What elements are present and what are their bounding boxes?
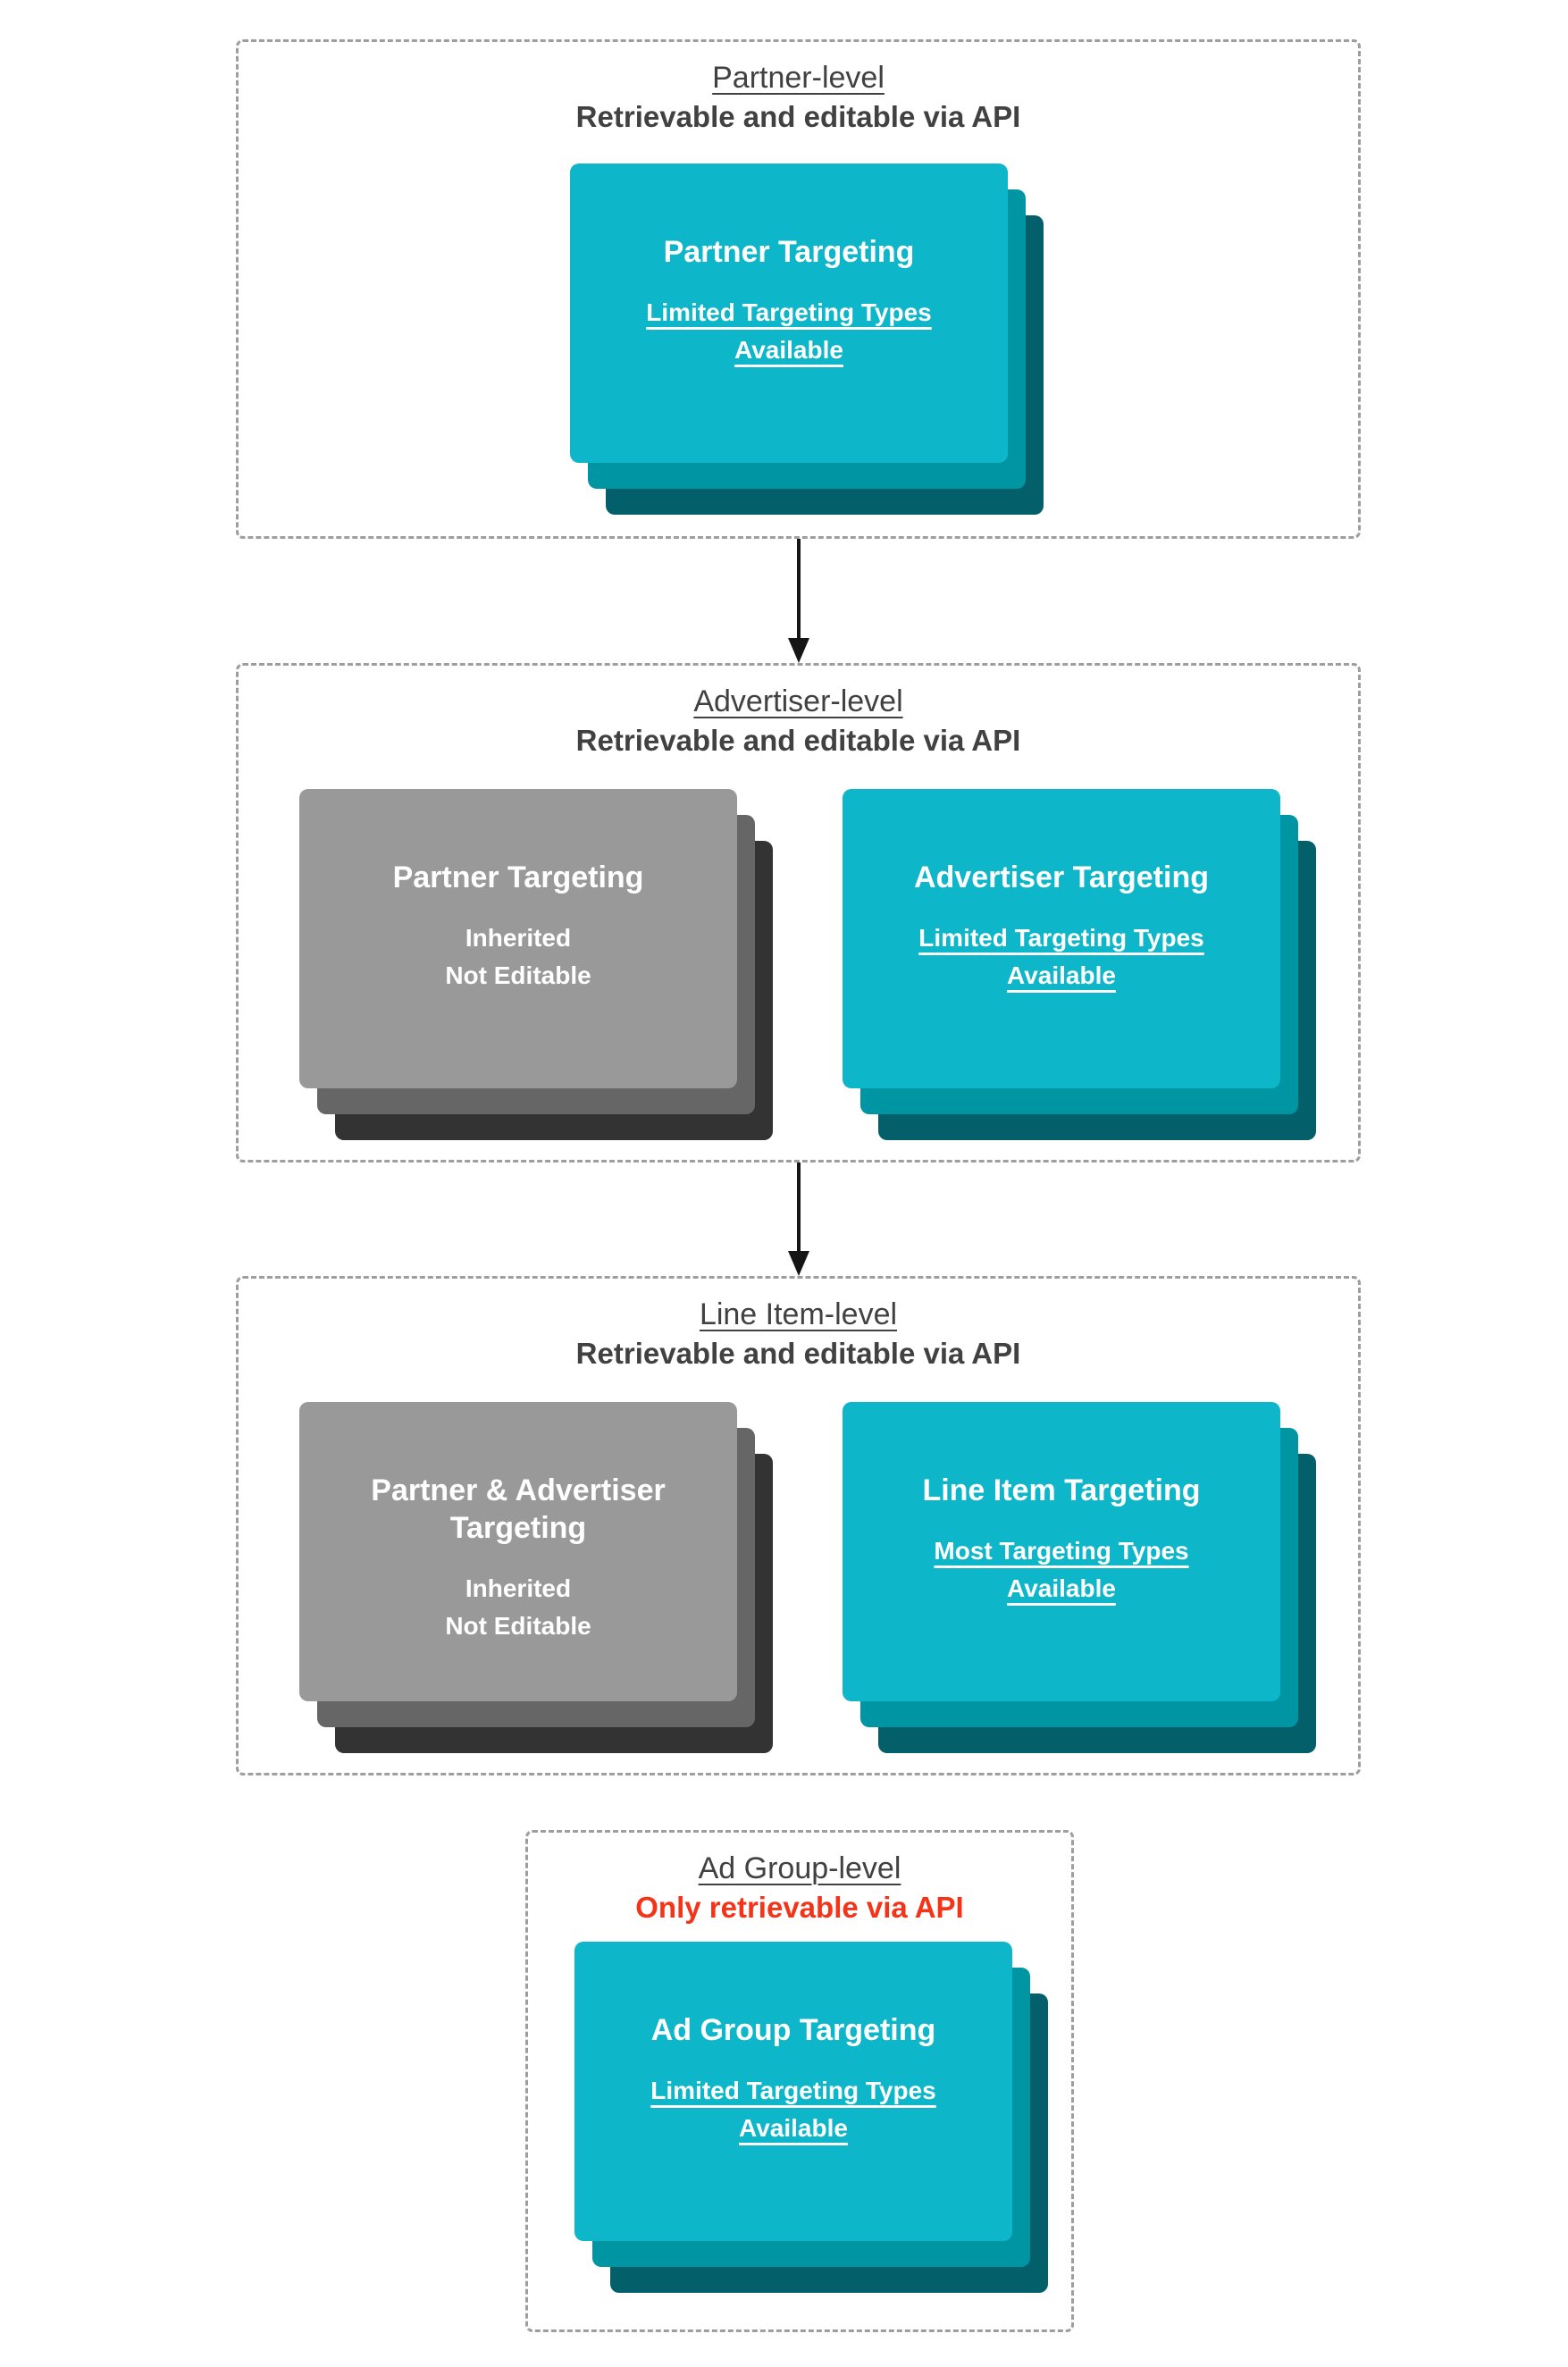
card-subtext-line: Available: [739, 2114, 848, 2142]
card-title: Ad Group Targeting: [650, 2013, 936, 2047]
card-title: Partner Targeting: [392, 860, 644, 894]
card-stack: Partner Targeting Limited Targeting Type…: [570, 164, 1044, 515]
arrow-head: [788, 1251, 809, 1276]
card-subtext: Inherited Not Editable: [299, 1570, 737, 1645]
section-subtitle: Only retrievable via API: [635, 1891, 964, 1924]
card-stack: Advertiser Targeting Limited Targeting T…: [843, 789, 1316, 1140]
card-subtext: Inherited Not Editable: [299, 919, 737, 995]
partner-targeting-card: Partner Targeting Limited Targeting Type…: [570, 164, 1008, 463]
section-ad-group-level: Ad Group-level Only retrievable via API …: [525, 1830, 1074, 2332]
section-subtitle: Retrievable and editable via API: [575, 1337, 1021, 1370]
section-title: Advertiser-level: [693, 684, 903, 718]
card-subtext-line: Limited Targeting Types: [650, 2077, 936, 2104]
card-subtext: Limited Targeting Types Available: [843, 919, 1280, 995]
section-subtitle: Retrievable and editable via API: [575, 724, 1021, 757]
arrow-head: [788, 638, 809, 663]
card-subtext-line: Limited Targeting Types: [646, 298, 932, 326]
card-subtext-line: Available: [1007, 961, 1116, 989]
section-partner-level: Partner-level Retrievable and editable v…: [236, 39, 1361, 539]
arrow-shaft: [797, 1163, 801, 1253]
card-subtext-line: Available: [1007, 1574, 1116, 1602]
card-subtext-line: Inherited: [465, 924, 572, 952]
card-subtext: Limited Targeting Types Available: [574, 2072, 1012, 2147]
ad-group-targeting-card: Ad Group Targeting Limited Targeting Typ…: [574, 1942, 1012, 2241]
card-subtext: Most Targeting Types Available: [843, 1532, 1280, 1607]
card-stack: Ad Group Targeting Limited Targeting Typ…: [574, 1942, 1048, 2293]
partner-advertiser-targeting-inherited-card: Partner & Advertiser Targeting Inherited…: [299, 1402, 737, 1701]
card-subtext-line: Inherited: [465, 1574, 572, 1602]
card-subtext: Limited Targeting Types Available: [570, 294, 1008, 369]
card-subtext-line: Available: [734, 336, 843, 364]
card-stack: Partner & Advertiser Targeting Inherited…: [299, 1402, 773, 1753]
card-subtext-line: Most Targeting Types: [934, 1537, 1189, 1565]
card-subtext-line: Not Editable: [445, 961, 591, 989]
partner-targeting-inherited-card: Partner Targeting Inherited Not Editable: [299, 789, 737, 1088]
card-title: Line Item Targeting: [922, 1473, 1201, 1507]
advertiser-targeting-card: Advertiser Targeting Limited Targeting T…: [843, 789, 1280, 1088]
arrow-down-icon: [788, 539, 809, 663]
card-title: Partner & Advertiser Targeting: [371, 1473, 666, 1545]
card-title: Partner Targeting: [663, 235, 915, 269]
section-subtitle: Retrievable and editable via API: [575, 100, 1021, 133]
section-advertiser-level: Advertiser-level Retrievable and editabl…: [236, 663, 1361, 1163]
section-title: Partner-level: [712, 61, 885, 95]
card-subtext-line: Not Editable: [445, 1612, 591, 1640]
section-title: Line Item-level: [699, 1297, 898, 1331]
card-title: Advertiser Targeting: [913, 860, 1209, 894]
card-stack: Line Item Targeting Most Targeting Types…: [843, 1402, 1316, 1753]
line-item-targeting-card: Line Item Targeting Most Targeting Types…: [843, 1402, 1280, 1701]
section-line-item-level: Line Item-level Retrievable and editable…: [236, 1276, 1361, 1775]
card-stack: Partner Targeting Inherited Not Editable: [299, 789, 773, 1140]
arrow-shaft: [797, 539, 801, 640]
arrow-down-icon: [788, 1163, 809, 1276]
card-subtext-line: Limited Targeting Types: [918, 924, 1204, 952]
section-title: Ad Group-level: [698, 1851, 901, 1885]
